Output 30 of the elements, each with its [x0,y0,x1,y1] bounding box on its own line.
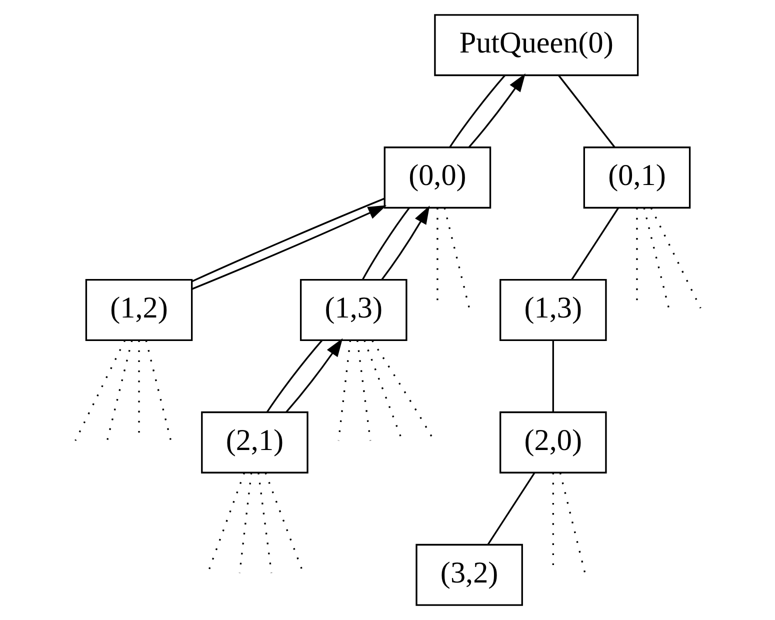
node-box: PutQueen(0) [434,14,638,76]
connector [642,208,670,308]
node-box: (1,3) [299,278,407,342]
connector [650,208,701,309]
arrow [468,73,525,148]
connector [443,208,470,308]
connector [558,74,615,148]
node-box: (2,1) [200,411,308,474]
node-box: (1,3) [499,278,606,342]
connector [266,340,322,413]
node-box: (0,0) [383,146,491,209]
connector [191,198,384,282]
connector [74,340,126,441]
arrow [380,206,430,280]
connector [552,340,554,412]
connector [486,472,535,546]
connector [361,207,410,280]
node-box: (0,1) [582,146,690,209]
connector [257,472,272,574]
connector [448,74,505,148]
connector [106,340,132,441]
connector [356,340,371,441]
connector [558,472,586,574]
connector [570,207,619,280]
node-box: (3,2) [415,544,522,606]
connector [144,340,172,441]
arrow [191,205,386,290]
node-box: (2,0) [499,411,606,474]
arrow [285,338,342,413]
node-box: (1,2) [84,278,192,342]
